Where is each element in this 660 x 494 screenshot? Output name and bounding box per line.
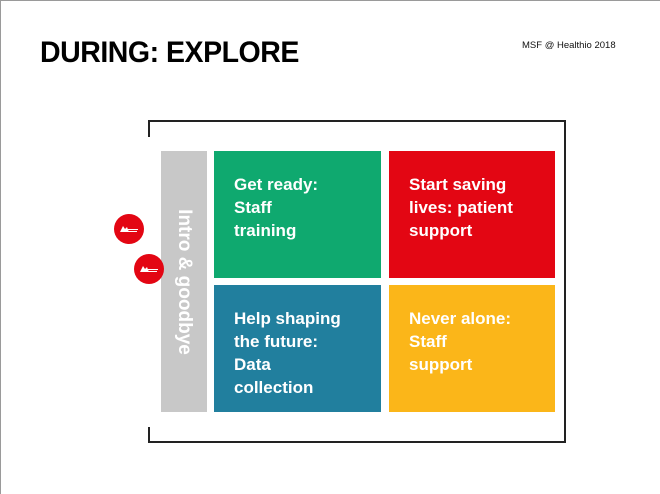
tile-line: support	[409, 221, 473, 240]
tile-patient-support: Start saving lives: patient support	[389, 151, 555, 278]
tile-line: support	[409, 355, 473, 374]
slide-credit: MSF @ Healthio 2018	[522, 40, 616, 51]
tile-line: the future:	[234, 332, 319, 351]
tile-line: Never alone:	[409, 309, 512, 328]
slide-border-left	[0, 0, 1, 494]
msf-logo-icon	[134, 254, 164, 284]
tile-staff-training: Get ready: Staff training	[214, 151, 381, 278]
tile-line: Start saving	[409, 175, 507, 194]
slide-border-top	[0, 0, 660, 1]
tile-data-collection: Help shaping the future: Data collection	[214, 285, 381, 412]
tile-line: Help shaping	[234, 309, 341, 328]
tile-line: Staff	[234, 198, 272, 217]
msf-logo-icon	[114, 214, 144, 244]
intro-goodbye-bar: Intro & goodbye	[161, 151, 207, 412]
tile-line: collection	[234, 378, 314, 397]
tile-line: lives: patient	[409, 198, 513, 217]
slide-title: DURING: EXPLORE	[40, 36, 299, 69]
tile-line: training	[234, 221, 297, 240]
intro-goodbye-label: Intro & goodbye	[174, 208, 195, 355]
tile-line: Staff	[409, 332, 447, 351]
tile-line: Data	[234, 355, 271, 374]
tile-staff-support: Never alone: Staff support	[389, 285, 555, 412]
tile-line: Get ready:	[234, 175, 319, 194]
